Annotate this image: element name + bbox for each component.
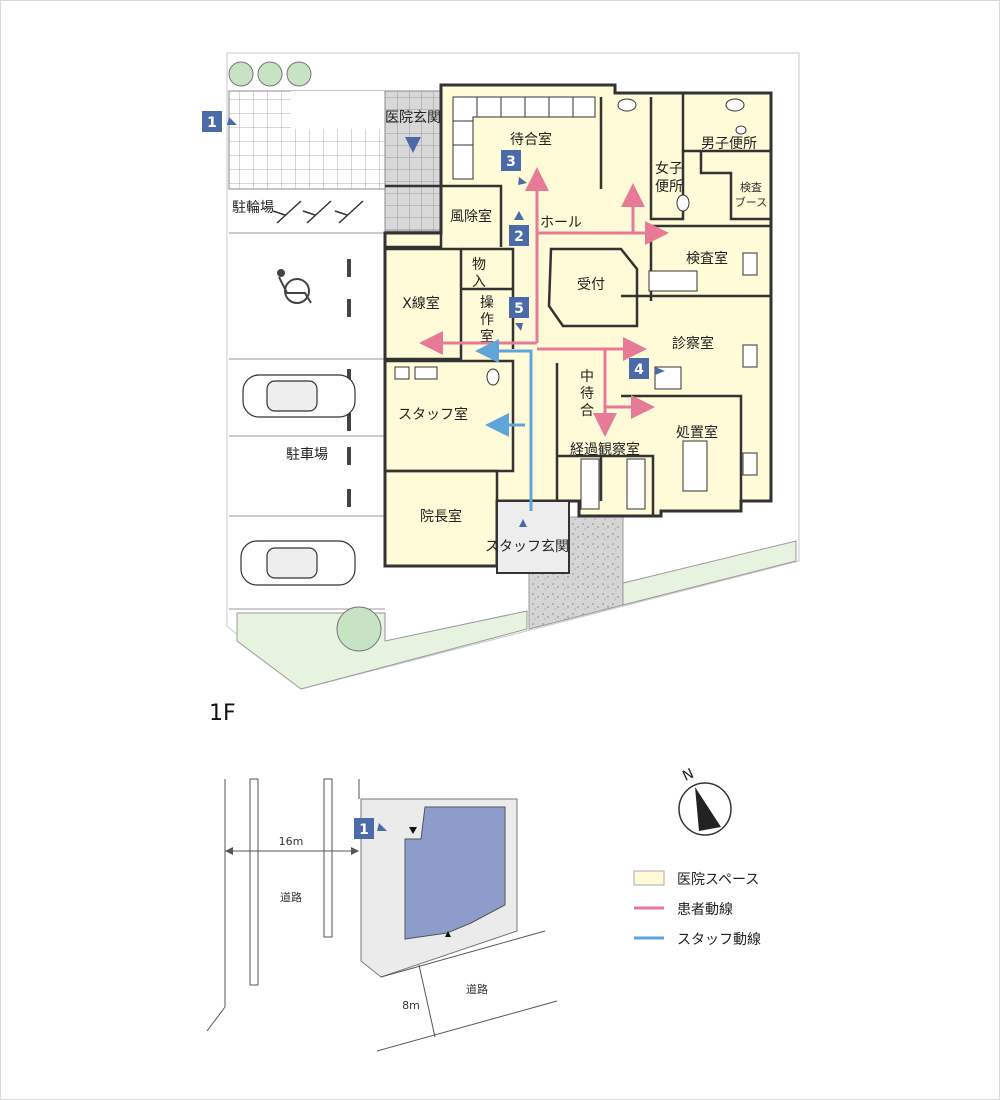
waiting-benches <box>452 96 596 180</box>
staff-routes <box>475 339 533 511</box>
svg-text:16m: 16m <box>279 835 304 848</box>
entrance-arrow-icon <box>405 137 421 153</box>
legend-staff-label: スタッフ動線 <box>677 932 761 948</box>
legend-patient-label: 患者動線 <box>677 902 733 918</box>
mid-waiting-label: 中待合 <box>580 369 594 419</box>
inspection-room-label: 検査室 <box>686 250 728 267</box>
legend-area-label: 医院スペース <box>677 872 759 888</box>
storage-label: 物入 <box>472 257 486 290</box>
view-marker-4: 4 <box>629 358 665 379</box>
view-marker-3: 3 <box>501 150 527 185</box>
booth-label-2: ブース <box>735 195 767 209</box>
bicycle-icon <box>272 200 364 224</box>
treatment-room-label: 処置室 <box>676 424 718 441</box>
car-parking-label: 駐車場 <box>286 446 328 463</box>
staff-room-label: スタッフ室 <box>398 406 468 423</box>
floor-label: 1F <box>209 701 236 726</box>
womens-toilet-label-2: 便所 <box>655 179 683 195</box>
consult-room-label: 診察室 <box>672 335 714 352</box>
planting-strip-left <box>236 610 528 690</box>
reception-label: 受付 <box>577 277 605 293</box>
interior-walls <box>385 93 771 516</box>
svg-text:3: 3 <box>506 154 516 170</box>
legend-swatch-area <box>633 870 665 886</box>
booth-label-1: 検査 <box>740 180 762 194</box>
svg-text:N: N <box>680 766 696 785</box>
view-marker-1: 1 <box>202 111 237 132</box>
staff-entrance-label: スタッフ玄関 <box>485 538 569 555</box>
car-icon <box>240 374 356 586</box>
bicycle-parking-label: 駐輪場 <box>232 199 274 216</box>
svg-text:4: 4 <box>634 362 644 378</box>
svg-text:道路: 道路 <box>466 982 488 996</box>
beds <box>580 252 758 510</box>
waiting-room-label: 待合室 <box>510 131 552 148</box>
svg-text:1: 1 <box>359 822 369 838</box>
svg-text:8m: 8m <box>402 999 420 1012</box>
entrance-porch <box>384 90 442 232</box>
svg-text:2: 2 <box>514 229 524 245</box>
operation-room-label: 操作室 <box>480 295 494 345</box>
svg-text:5: 5 <box>514 301 524 317</box>
xray-room-label: X線室 <box>402 295 440 312</box>
toilet-fixtures <box>394 98 747 386</box>
svg-text:道路: 道路 <box>280 890 302 904</box>
entrance-label: 医院玄関 <box>385 109 441 126</box>
womens-toilet-label-1: 女子 <box>655 160 683 177</box>
director-room-label: 院長室 <box>420 508 462 525</box>
svg-text:1: 1 <box>207 115 217 131</box>
view-marker-2: 2 <box>509 211 529 246</box>
tree-icon <box>228 61 312 87</box>
observation-room-label: 経過観察室 <box>570 441 640 458</box>
legend: 医院スペース 患者動線 スタッフ動線 <box>633 870 761 948</box>
staff-entrance-arrow-icon <box>519 519 527 527</box>
mens-toilet-label: 男子便所 <box>701 136 757 152</box>
wheelchair-icon <box>277 269 312 304</box>
site-map: 16m 道路 8m 道路 1 <box>206 778 558 1052</box>
view-marker-5: 5 <box>509 297 529 331</box>
compass-icon: N <box>678 766 732 836</box>
tree-icon-bottom <box>336 606 382 652</box>
hall-label: ホール <box>540 215 582 231</box>
clinic-building <box>383 83 773 574</box>
windbreak-label: 風除室 <box>450 208 492 225</box>
